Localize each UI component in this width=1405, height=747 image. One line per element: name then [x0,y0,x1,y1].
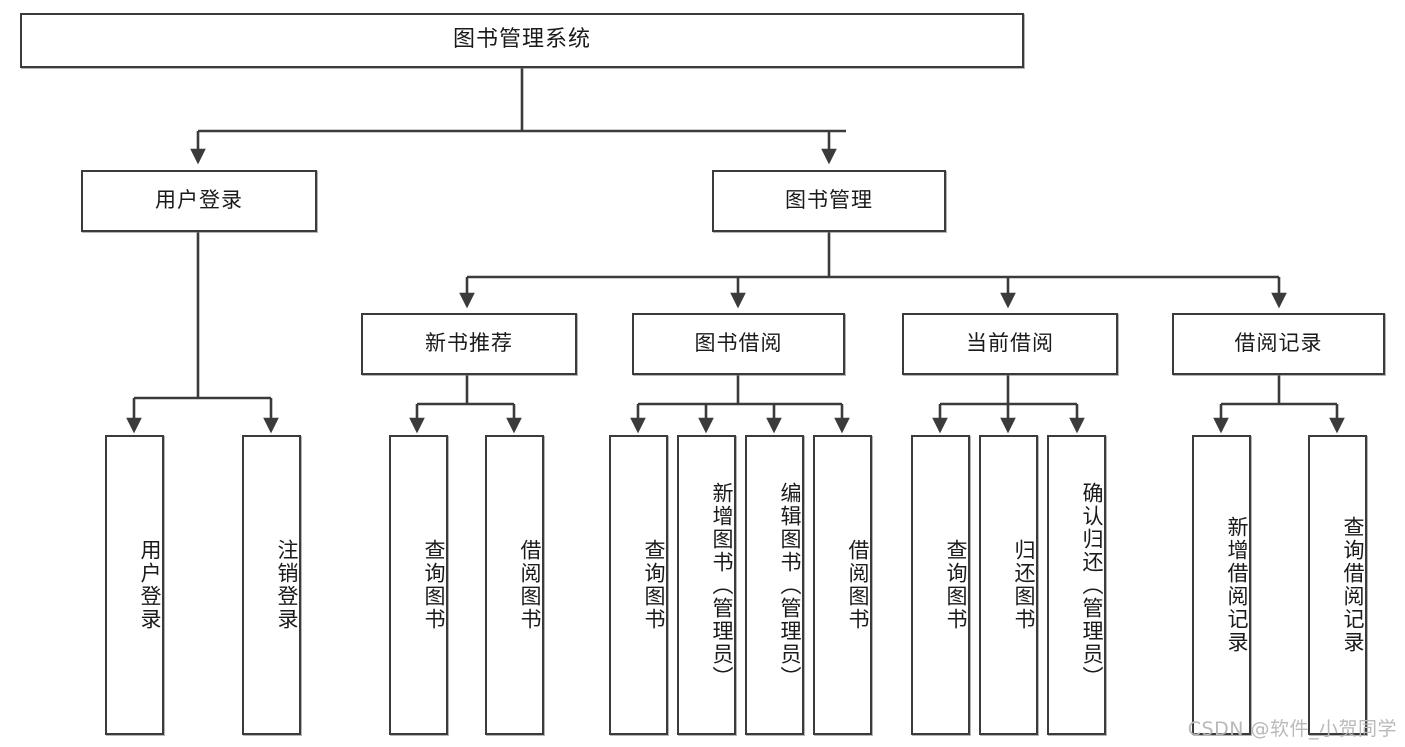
node-book-borrow[interactable]: 图书借阅 [632,313,845,375]
node-label: 注销登录 [275,539,299,631]
node-leaf-return-book[interactable]: 归还图书 [979,435,1038,735]
node-label: 查询图书 [422,539,446,631]
node-label: 用户登录 [138,539,162,631]
node-label: 查询借阅记录 [1341,516,1365,654]
node-label: 图书借阅 [694,331,783,356]
node-leaf-query-book-1[interactable]: 查询图书 [389,435,448,735]
node-leaf-confirm-return[interactable]: 确认归还（管理员） [1047,435,1106,735]
node-label: 编辑图书（管理员） [778,481,802,689]
node-label: 新书推荐 [425,331,513,356]
node-label: 图书管理系统 [452,27,591,53]
node-new-book-recommend[interactable]: 新书推荐 [361,313,577,375]
node-leaf-add-record[interactable]: 新增借阅记录 [1192,435,1251,735]
node-leaf-borrow-book-1[interactable]: 借阅图书 [485,435,544,735]
node-label: 新增借阅记录 [1225,516,1249,654]
node-leaf-query-book-3[interactable]: 查询图书 [911,435,970,735]
node-leaf-query-record[interactable]: 查询借阅记录 [1308,435,1367,735]
node-leaf-borrow-book-2[interactable]: 借阅图书 [813,435,872,735]
node-leaf-logout-login[interactable]: 注销登录 [242,435,301,735]
node-leaf-add-book[interactable]: 新增图书（管理员） [677,435,736,735]
node-leaf-query-book-2[interactable]: 查询图书 [609,435,668,735]
node-user-login[interactable]: 用户登录 [81,170,317,232]
node-label: 图书管理 [785,188,873,213]
csdn-watermark: CSDN @软件_小贺同学 [1187,718,1397,740]
node-label: 新增图书（管理员） [710,481,734,689]
node-label: 借阅图书 [846,539,870,631]
node-current-borrow[interactable]: 当前借阅 [902,313,1118,375]
node-root-system[interactable]: 图书管理系统 [20,13,1024,68]
node-leaf-user-login[interactable]: 用户登录 [105,435,164,735]
node-label: 查询图书 [642,539,666,631]
node-label: 当前借阅 [966,331,1054,356]
node-label: 确认归还（管理员） [1080,481,1104,689]
node-borrow-record[interactable]: 借阅记录 [1172,313,1385,375]
node-label: 用户登录 [155,188,243,213]
node-label: 借阅图书 [518,539,542,631]
node-label: 借阅记录 [1234,331,1323,356]
node-label: 查询图书 [944,539,968,631]
node-book-management[interactable]: 图书管理 [712,170,946,232]
node-label: 归还图书 [1012,539,1036,631]
node-leaf-edit-book[interactable]: 编辑图书（管理员） [745,435,804,735]
